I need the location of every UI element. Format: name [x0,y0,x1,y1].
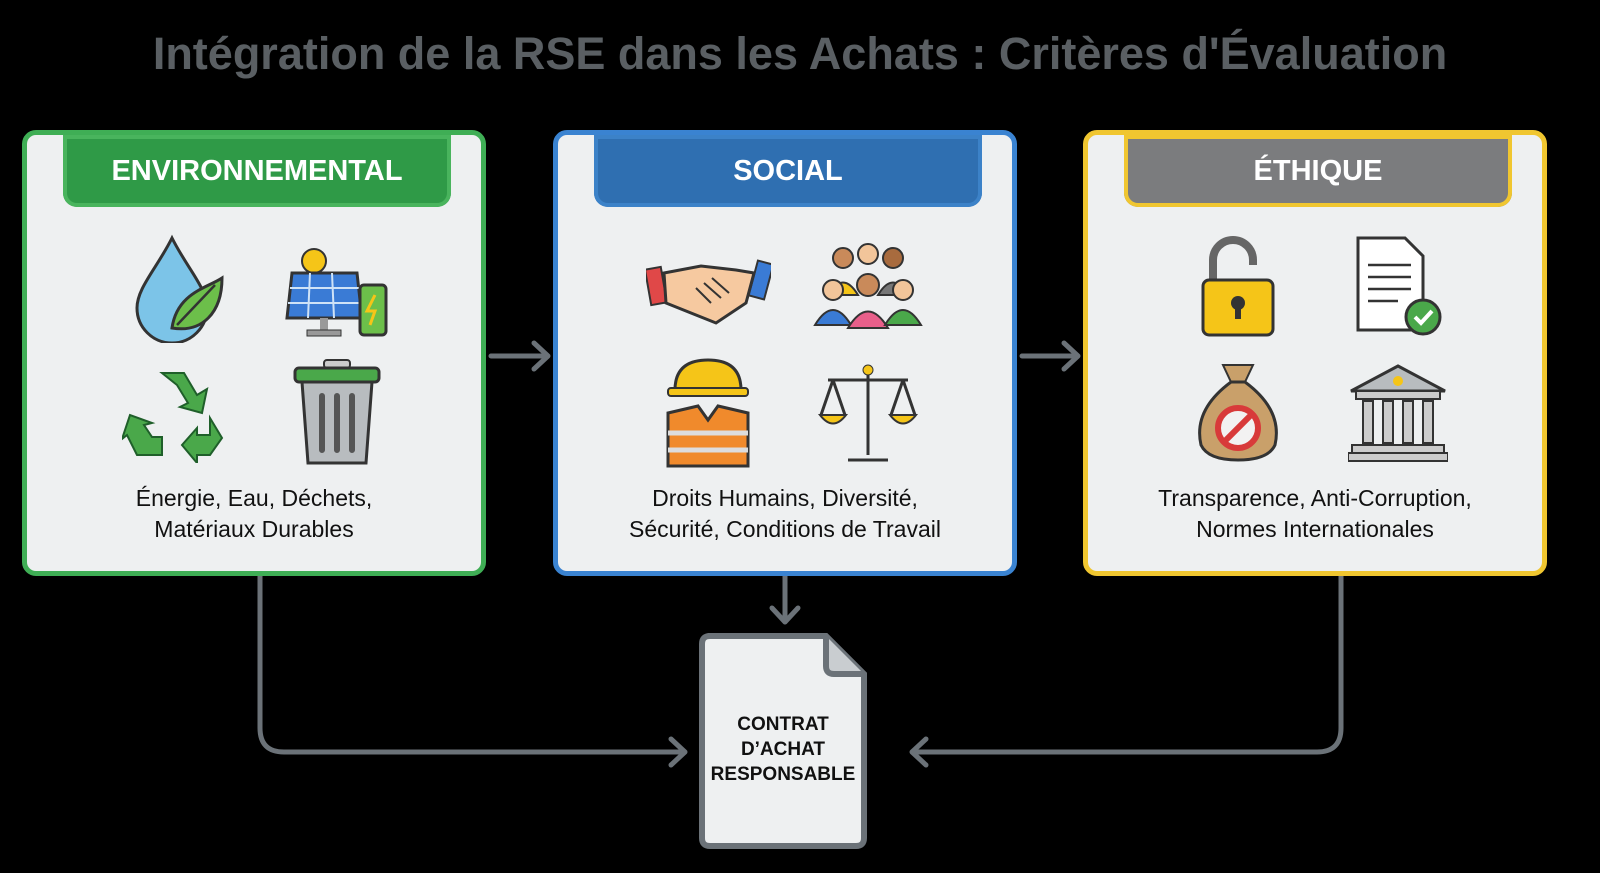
panel-header: SOCIAL [594,135,982,207]
open-padlock-icon [1158,225,1318,350]
safety-worker-icon [628,350,788,475]
handshake-icon [628,225,788,350]
panel-header: ENVIRONNEMENTAL [63,135,451,207]
trash-bin-icon [257,350,417,475]
recycle-icon [97,350,257,475]
arrow-env-to-contract [257,573,688,768]
arrow-social-to-ethics [1019,340,1081,372]
criteria-line: Droits Humains, Diversité, [652,485,918,511]
criteria-line: Transparence, Anti-Corruption, [1158,485,1472,511]
criteria-line: Matériaux Durables [154,516,354,542]
arrow-ethics-to-contract [909,573,1344,768]
panel-social: SOCIAL Droits Humains, Diversité, Sécurit… [553,130,1017,576]
water-leaf-icon [97,225,257,350]
panel-environmental: ENVIRONNEMENTAL Énergie, Eau, Déchets, Ma… [22,130,486,576]
arrow-social-to-contract [769,573,801,625]
justice-scale-icon [788,350,948,475]
diagram-title: Intégration de la RSE dans les Achats : … [152,28,1448,79]
criteria-line: Normes Internationales [1196,516,1434,542]
no-bribe-moneybag-icon [1158,350,1318,475]
contract-label: CONTRAT D’ACHAT RESPONSABLE [698,712,868,787]
certified-document-icon [1318,225,1478,350]
criteria-line: Énergie, Eau, Déchets, [135,485,373,511]
contract-line: D’ACHAT [740,739,826,760]
arrow-env-to-social [488,340,551,372]
panel-header: ÉTHIQUE [1124,135,1512,207]
contract-line: RESPONSABLE [710,764,856,785]
contract-document-icon [699,633,867,849]
panel-ethics: ÉTHIQUE Transparence, Anti-Corruption, No… [1083,130,1547,576]
institution-icon [1318,350,1478,475]
solar-panel-battery-icon [257,225,417,350]
people-group-icon [788,225,948,350]
contract-line: CONTRAT [737,714,829,735]
criteria-line: Sécurité, Conditions de Travail [629,516,941,542]
